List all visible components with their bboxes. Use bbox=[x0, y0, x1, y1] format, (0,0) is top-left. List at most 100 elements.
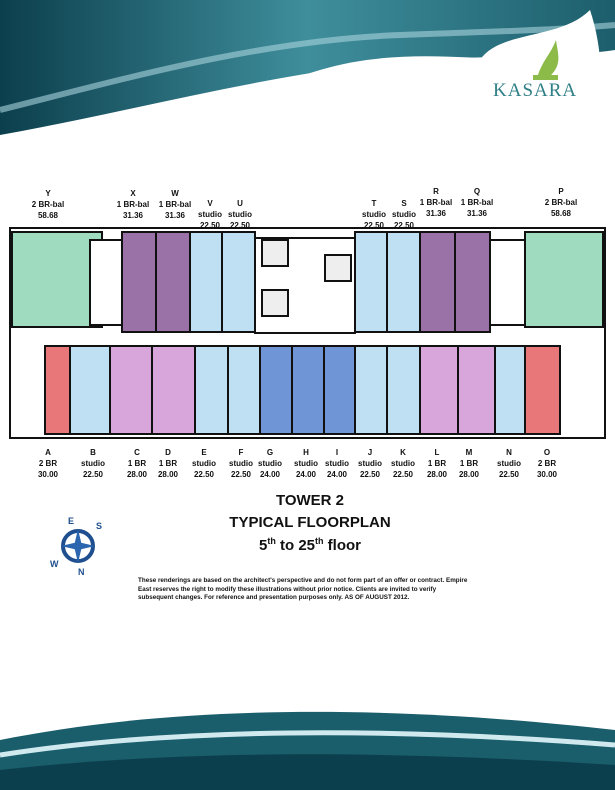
unit-type: 2 BR bbox=[38, 459, 58, 468]
unit-area: 31.36 bbox=[425, 209, 447, 218]
unit-type: studio bbox=[392, 210, 416, 219]
unit-area: 31.36 bbox=[122, 211, 144, 220]
unit-area: 22.50 bbox=[393, 221, 415, 230]
unit-id: N bbox=[506, 448, 512, 457]
unit-area: 30.00 bbox=[536, 470, 558, 479]
compass-e: E bbox=[68, 516, 74, 526]
unit-id: M bbox=[465, 448, 473, 457]
unit-R bbox=[419, 231, 456, 333]
unit-A bbox=[44, 345, 71, 435]
unit-C bbox=[109, 345, 153, 435]
unit-H bbox=[291, 345, 325, 435]
floor-to: to 25 bbox=[275, 537, 316, 554]
unit-area: 28.00 bbox=[157, 470, 179, 479]
unit-id: C bbox=[134, 448, 140, 457]
unit-id: S bbox=[401, 199, 407, 208]
unit-id: O bbox=[543, 448, 551, 457]
elevator-1 bbox=[261, 239, 289, 267]
unit-id: B bbox=[90, 448, 96, 457]
unit-id: F bbox=[238, 448, 244, 457]
tower-title: TOWER 2 bbox=[275, 492, 345, 509]
compass-s: S bbox=[96, 521, 102, 531]
unit-id: I bbox=[335, 448, 339, 457]
unit-type: studio bbox=[81, 459, 105, 468]
unit-type: studio bbox=[497, 459, 521, 468]
unit-type: 1 BR-bal bbox=[158, 200, 192, 209]
unit-E bbox=[194, 345, 229, 435]
unit-O bbox=[524, 345, 561, 435]
unit-area: 22.50 bbox=[498, 470, 520, 479]
unit-area: 22.50 bbox=[193, 470, 215, 479]
unit-K bbox=[386, 345, 421, 435]
unit-U bbox=[221, 231, 256, 333]
unit-type: studio bbox=[192, 459, 216, 468]
unit-type: studio bbox=[198, 210, 222, 219]
unit-type: 1 BR-bal bbox=[116, 200, 150, 209]
unit-G bbox=[259, 345, 293, 435]
compass-w: W bbox=[50, 559, 59, 569]
unit-area: 28.00 bbox=[126, 470, 148, 479]
unit-area: 31.36 bbox=[164, 211, 186, 220]
unit-area: 28.00 bbox=[426, 470, 448, 479]
unit-X bbox=[121, 231, 157, 333]
floor-word: floor bbox=[323, 537, 362, 554]
unit-area: 24.00 bbox=[259, 470, 281, 479]
stairwell-west bbox=[89, 239, 123, 326]
unit-area: 22.50 bbox=[229, 221, 251, 230]
unit-type: 1 BR bbox=[427, 459, 447, 468]
floor-start-suffix: th bbox=[267, 536, 276, 546]
unit-type: 2 BR-bal bbox=[544, 198, 578, 207]
floor-start: 5 bbox=[258, 537, 268, 554]
unit-type: studio bbox=[228, 210, 252, 219]
kasara-logo bbox=[533, 40, 559, 80]
unit-type: studio bbox=[325, 459, 349, 468]
unit-type: studio bbox=[258, 459, 282, 468]
unit-id: U bbox=[237, 199, 243, 208]
unit-id: Q bbox=[473, 187, 481, 196]
stairwell-east bbox=[489, 239, 526, 326]
elevator-3 bbox=[324, 254, 352, 282]
unit-id: H bbox=[303, 448, 309, 457]
unit-area: 58.68 bbox=[37, 211, 59, 220]
unit-area: 22.50 bbox=[359, 470, 381, 479]
unit-P bbox=[524, 231, 604, 328]
brand-name: KASARA bbox=[493, 80, 578, 101]
unit-F bbox=[227, 345, 261, 435]
unit-V bbox=[189, 231, 223, 333]
unit-type: 1 BR bbox=[158, 459, 178, 468]
unit-id: L bbox=[434, 448, 440, 457]
unit-M bbox=[457, 345, 496, 435]
unit-id: X bbox=[130, 189, 136, 198]
floorplan-title: TYPICAL FLOORPLAN bbox=[229, 514, 391, 531]
unit-type: studio bbox=[294, 459, 318, 468]
unit-id: W bbox=[171, 189, 179, 198]
unit-area: 22.50 bbox=[82, 470, 104, 479]
unit-label-W: W 1 BR-bal 31.36 bbox=[155, 188, 195, 221]
unit-type: 1 BR bbox=[459, 459, 479, 468]
unit-W bbox=[155, 231, 191, 333]
unit-type: studio bbox=[229, 459, 253, 468]
unit-id: P bbox=[558, 187, 564, 196]
unit-id: K bbox=[400, 448, 406, 457]
unit-id: D bbox=[165, 448, 171, 457]
unit-Q bbox=[454, 231, 491, 333]
unit-area: 22.50 bbox=[363, 221, 385, 230]
unit-type: studio bbox=[391, 459, 415, 468]
floor-range: 5th to 25th floor bbox=[180, 536, 440, 554]
